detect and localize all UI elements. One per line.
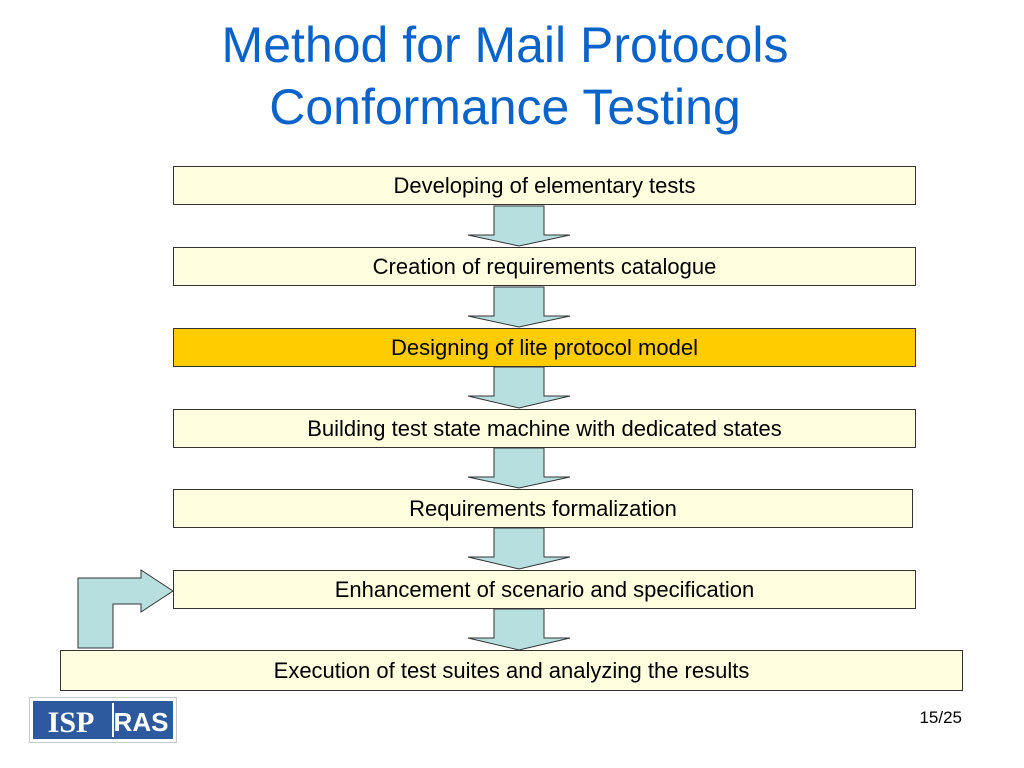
logo-text-left: ISP <box>48 706 95 739</box>
step-label: Building test state machine with dedicat… <box>307 415 782 441</box>
step-requirements-formalization: Requirements formalization <box>173 489 913 528</box>
step-enhancement: Enhancement of scenario and specificatio… <box>173 570 916 609</box>
title-line-1: Method for Mail Protocols <box>221 17 789 73</box>
down-arrow-1 <box>467 205 571 247</box>
down-arrow-6 <box>467 608 571 651</box>
down-arrow-2 <box>467 286 571 328</box>
step-requirements-catalogue: Creation of requirements catalogue <box>173 247 916 286</box>
step-developing-tests: Developing of elementary tests <box>173 166 916 205</box>
step-label: Creation of requirements catalogue <box>372 253 717 279</box>
down-arrow-3 <box>467 366 571 409</box>
step-execution: Execution of test suites and analyzing t… <box>60 650 963 691</box>
ispras-logo: ISP RAS <box>29 697 177 743</box>
step-label: Developing of elementary tests <box>393 172 696 198</box>
feedback-loop-arrow <box>77 569 174 649</box>
step-test-state-machine: Building test state machine with dedicat… <box>173 409 916 448</box>
down-arrow-4 <box>467 447 571 489</box>
title-line-2: Conformance Testing <box>269 79 741 135</box>
logo-text-right: RAS <box>114 707 169 737</box>
step-lite-protocol-model: Designing of lite protocol model <box>173 328 916 367</box>
step-label: Enhancement of scenario and specificatio… <box>334 576 755 602</box>
step-label: Designing of lite protocol model <box>391 334 698 360</box>
page-number: 15/25 <box>919 708 962 727</box>
down-arrow-5 <box>467 527 571 570</box>
slide-title: Method for Mail Protocols Conformance Te… <box>0 14 1010 138</box>
step-label: Requirements formalization <box>409 495 677 521</box>
step-label: Execution of test suites and analyzing t… <box>273 657 750 683</box>
